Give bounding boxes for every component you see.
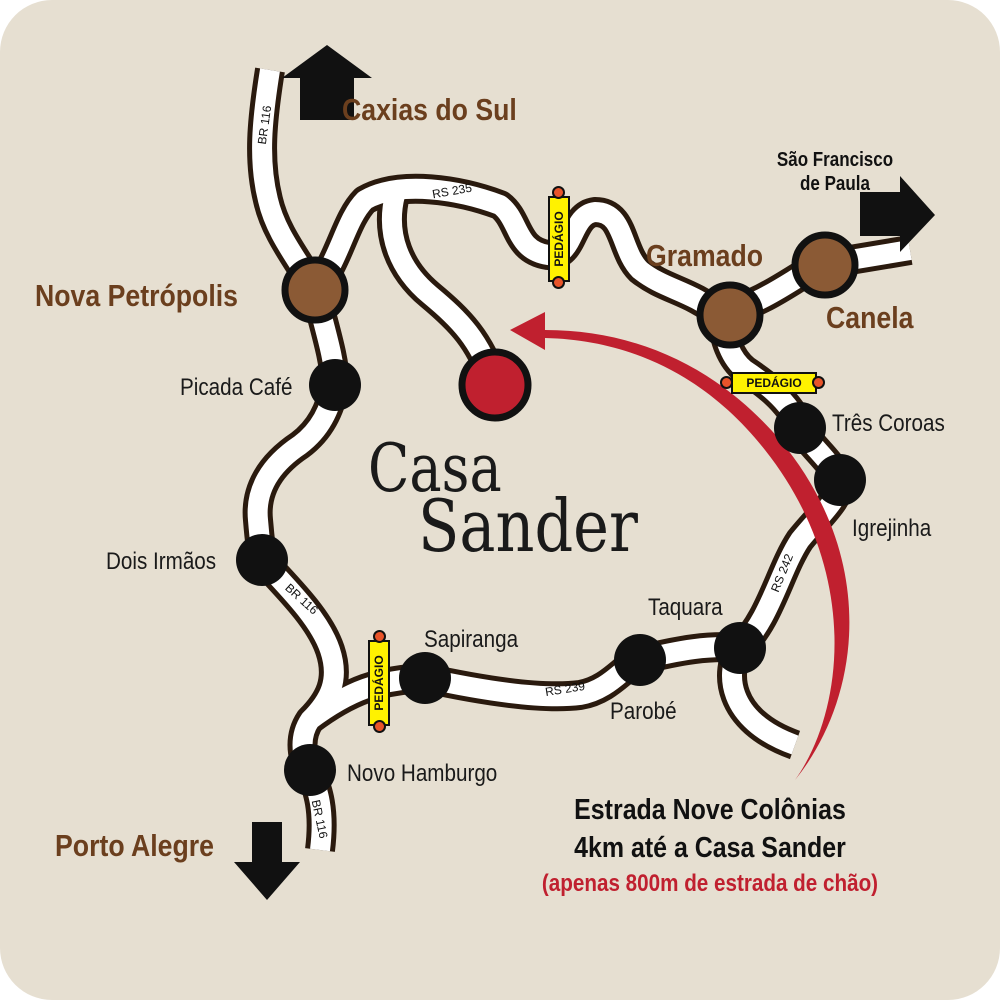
city-label-tres-coroas: Três Coroas <box>832 410 945 437</box>
brand-line-2: Sander <box>418 484 638 568</box>
city-marker-gramado <box>696 281 764 349</box>
city-marker-parobe <box>614 634 666 686</box>
city-marker-novo-hamburgo <box>284 744 336 796</box>
info-route-name: Estrada Nove Colônias <box>574 794 846 826</box>
toll-light-icon <box>720 376 733 389</box>
city-label-picada-cafe: Picada Café <box>180 374 293 401</box>
info-distance: 4km até a Casa Sander <box>574 832 846 864</box>
toll-light-icon <box>552 186 565 199</box>
toll-light-icon <box>812 376 825 389</box>
destination-porto-alegre: Porto Alegre <box>55 828 215 863</box>
city-marker-sapiranga <box>399 652 451 704</box>
route-arrow <box>510 312 850 780</box>
info-dirt-road-note: (apenas 800m de estrada de chão) <box>541 870 879 897</box>
city-marker-canela <box>791 231 859 299</box>
city-marker-taquara <box>714 622 766 674</box>
city-label-novo-hamburgo: Novo Hamburgo <box>347 760 498 787</box>
city-label-gramado: Gramado <box>646 238 764 273</box>
city-label-dois-irmaos: Dois Irmãos <box>106 548 217 575</box>
city-label-sapiranga: Sapiranga <box>424 626 519 653</box>
toll-sign-rs235: PEDÁGIO <box>548 196 570 282</box>
city-marker-dois-irmaos <box>236 534 288 586</box>
toll-light-icon <box>552 276 565 289</box>
south-arrow-icon <box>234 822 300 900</box>
destination-marker <box>458 348 532 422</box>
toll-light-icon <box>373 720 386 733</box>
toll-sign-tres-coroas: PEDÁGIO <box>731 372 817 394</box>
destination-line-2: de Paula <box>800 173 870 195</box>
toll-label: PEDÁGIO <box>746 376 802 390</box>
toll-label: PEDÁGIO <box>552 211 566 267</box>
city-marker-picada-cafe <box>309 359 361 411</box>
city-marker-tres-coroas <box>774 402 826 454</box>
city-label-parobe: Parobé <box>610 698 677 725</box>
city-label-igrejinha: Igrejinha <box>852 515 932 542</box>
north-arrow-icon <box>282 45 372 120</box>
city-marker-nova-petropolis <box>281 256 349 324</box>
city-label-taquara: Taquara <box>648 594 723 621</box>
east-arrow-icon <box>860 176 935 252</box>
city-label-nova-petropolis: Nova Petrópolis <box>35 278 238 313</box>
destination-line-1: São Francisco <box>776 149 894 171</box>
toll-label: PEDÁGIO <box>372 655 386 711</box>
city-marker-igrejinha <box>814 454 866 506</box>
toll-light-icon <box>373 630 386 643</box>
toll-sign-sapiranga: PEDÁGIO <box>368 640 390 726</box>
city-label-canela: Canela <box>826 300 914 335</box>
destination-caxias-do-sul: Caxias do Sul <box>342 92 517 127</box>
brand-line-1: Casa <box>368 430 502 507</box>
destination-sao-francisco-de-paula: São Francisco de Paula <box>771 148 899 196</box>
